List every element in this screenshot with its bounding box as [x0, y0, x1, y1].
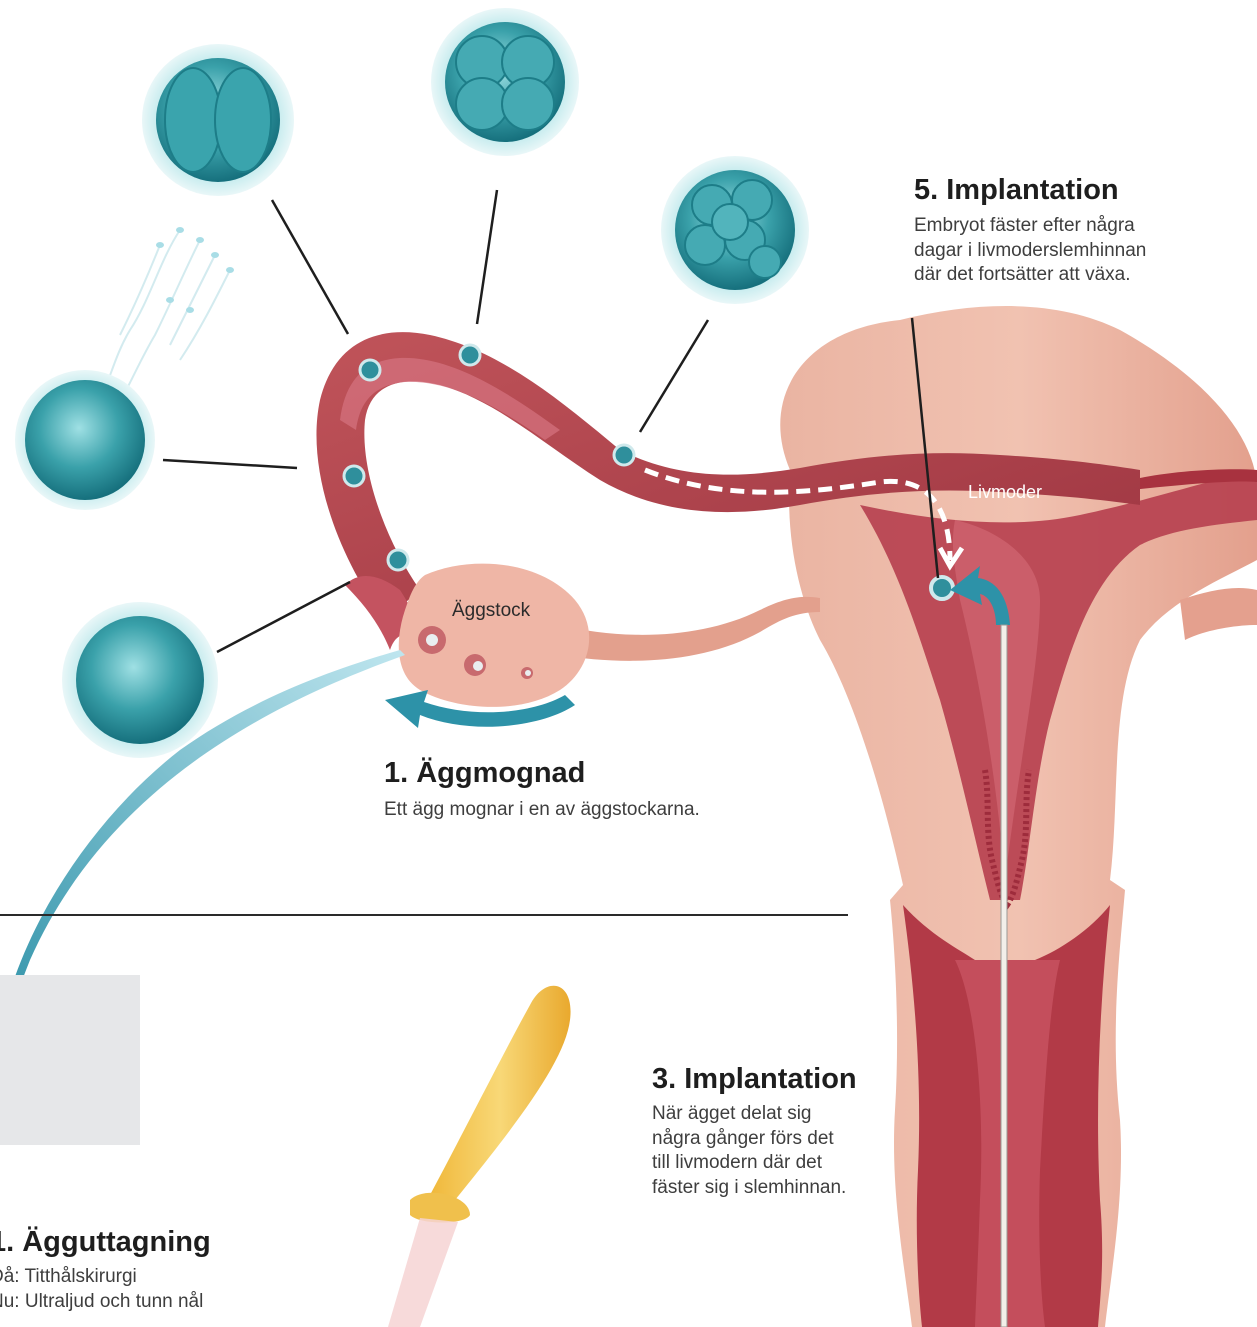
step-transfer: 3. Implantation När ägget delat sig någr… [652, 1064, 857, 1201]
cell-four-cell [431, 8, 579, 156]
cell-eight-cell [661, 156, 809, 304]
cell-egg [62, 602, 218, 758]
sperm-cluster [100, 230, 230, 405]
label-ovary: Äggstock [452, 600, 530, 622]
pipette [388, 986, 571, 1327]
sperm-heads [156, 227, 234, 313]
step-line: fäster sig i slemhinnan. [652, 1176, 857, 1201]
step-line: Embryot fäster efter några [914, 214, 1146, 239]
step-line: Nu: Ultraljud och tunn nål [0, 1290, 211, 1315]
step-line: där det fortsätter att växa. [914, 263, 1146, 288]
ovary [399, 564, 589, 707]
step-text: Ett ägg mognar i en av äggstockarna. [384, 798, 700, 823]
step-title: 5. Implantation [914, 175, 1146, 207]
step-title: 1. Äggmognad [384, 758, 700, 790]
step-title: 1. Ägguttagning [0, 1227, 211, 1259]
step-title: 3. Implantation [652, 1064, 857, 1096]
step-line: några gånger förs det [652, 1127, 857, 1152]
transfer-catheter [1001, 625, 1007, 1327]
step-egg-maturation: 1. Äggmognad Ett ägg mognar i en av äggs… [384, 758, 700, 823]
placeholder-panel [0, 975, 140, 1145]
cell-fertilized [15, 370, 155, 510]
section-divider [0, 914, 848, 916]
step-egg-retrieval: 1. Ägguttagning Då: Titthålskirurgi Nu: … [0, 1227, 211, 1314]
step-implantation: 5. Implantation Embryot fäster efter någ… [914, 175, 1146, 288]
step-line: dagar i livmoderslemhinnan [914, 239, 1146, 264]
label-uterus: Livmoder [968, 482, 1042, 503]
ovarian-ligament [560, 597, 820, 661]
cell-two-cell [142, 44, 294, 196]
step-line: till livmodern där det [652, 1151, 857, 1176]
step-line: När ägget delat sig [652, 1102, 857, 1127]
step-line: Då: Titthålskirurgi [0, 1265, 211, 1290]
